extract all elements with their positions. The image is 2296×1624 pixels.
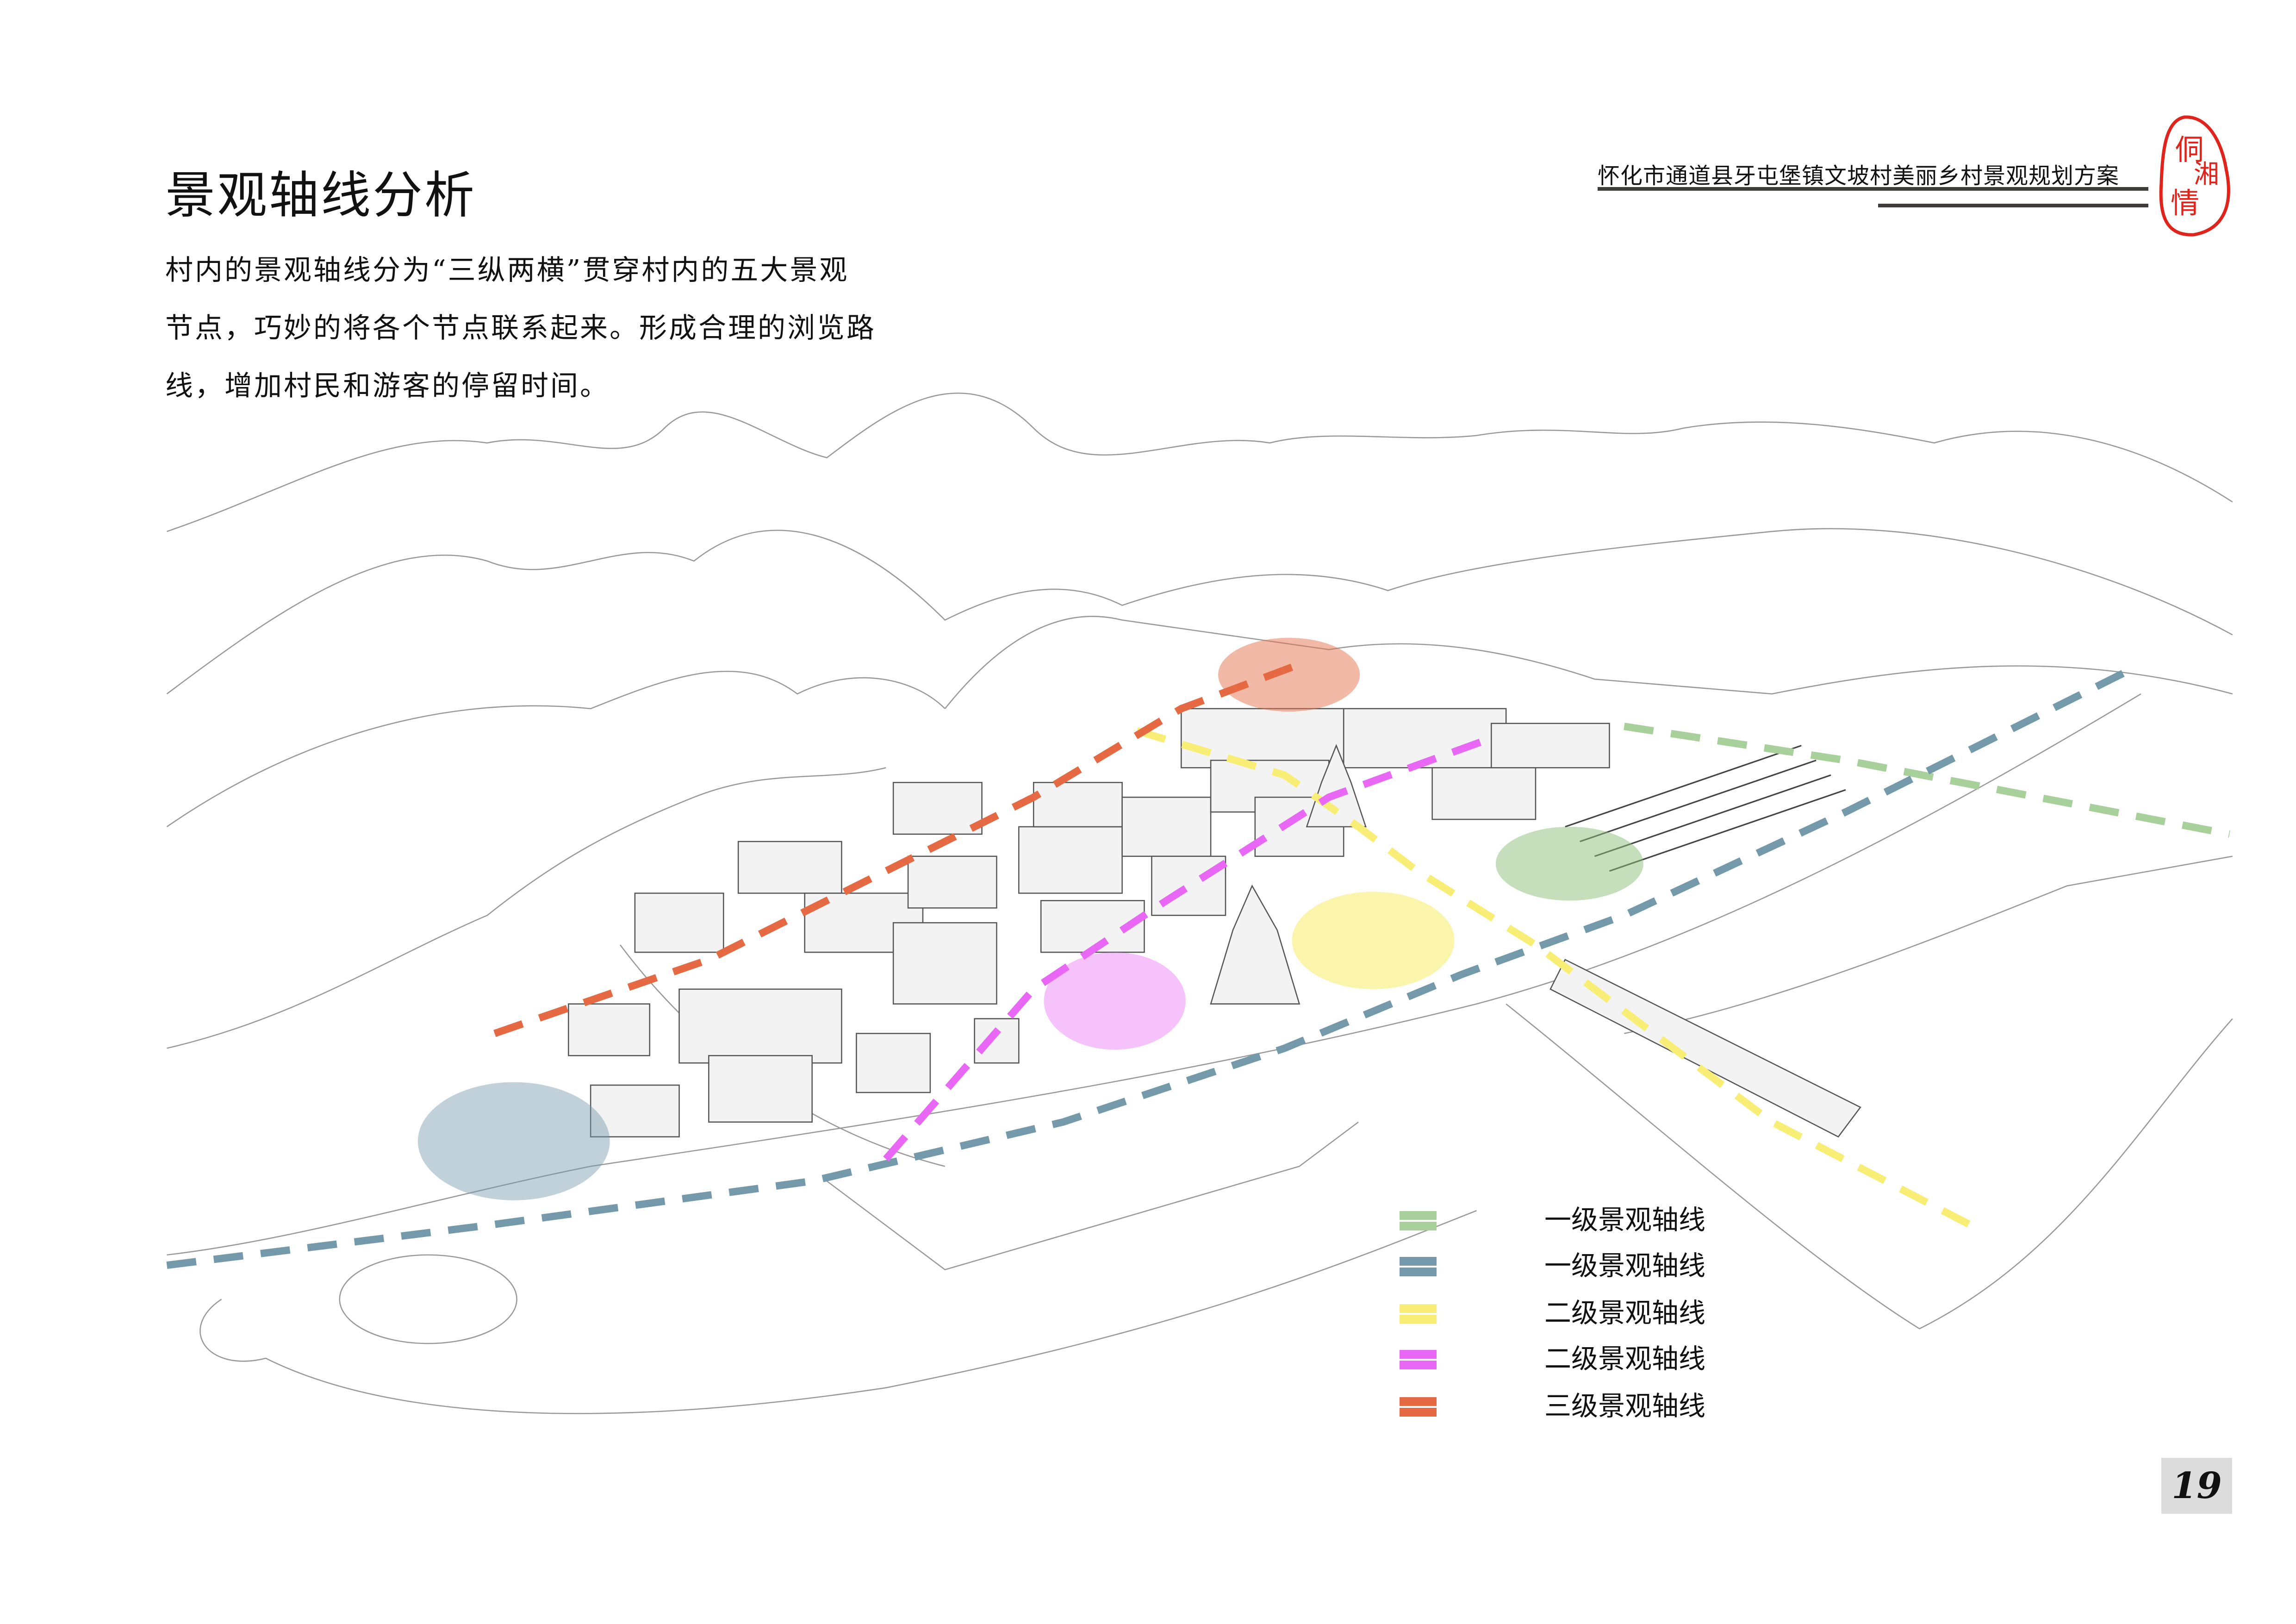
description-line: 线，增加村民和游客的停留时间。 <box>165 370 610 402</box>
legend-label: 一级景观轴线 <box>1544 1250 1706 1281</box>
village-buildings <box>568 708 1861 1138</box>
seal-logo: 侗 湘 情 <box>2159 115 2230 237</box>
svg-text:湘: 湘 <box>2194 159 2219 189</box>
axis-orange <box>493 661 1301 1037</box>
axis-magenta <box>883 735 1493 1162</box>
legend-label: 二级景观轴线 <box>1544 1297 1706 1329</box>
mountain-outlines <box>166 393 2233 1414</box>
header-rule-top <box>1598 187 2148 191</box>
legend-swatch-blue <box>1400 1257 1492 1276</box>
svg-text:侗: 侗 <box>2175 133 2204 167</box>
node-magenta <box>1044 952 1186 1050</box>
farmland-lines <box>1565 744 1846 872</box>
description-line: 节点，巧妙的将各个节点联系起来。形成合理的浏览路 <box>165 312 876 344</box>
legend-label: 三级景观轴线 <box>1544 1390 1706 1422</box>
node-blue <box>417 1082 610 1200</box>
header-rule-bottom <box>1878 204 2148 207</box>
page-number: 19 <box>2161 1458 2232 1514</box>
landscape-axes <box>166 661 2230 1269</box>
page-number-text: 19 <box>2172 1465 2222 1507</box>
node-yellow <box>1292 892 1455 989</box>
project-title: 怀化市通道县牙屯堡镇文坡村美丽乡村景观规划方案 <box>1598 163 2120 189</box>
legend-swatch-green <box>1400 1211 1492 1230</box>
axis-yellow <box>1136 727 1973 1229</box>
page-title: 景观轴线分析 <box>165 167 477 225</box>
description-line: 村内的景观轴线分为“三纵两横”贯穿村内的五大景观 <box>165 254 849 287</box>
legend-label: 一级景观轴线 <box>1544 1204 1706 1236</box>
legend-swatch-magenta <box>1400 1350 1492 1369</box>
legend-label: 二级景观轴线 <box>1544 1343 1706 1374</box>
legend-swatch-orange <box>1400 1397 1492 1417</box>
node-orange <box>1218 637 1360 712</box>
axis-green <box>1624 723 2230 838</box>
legend-swatch-yellow <box>1400 1304 1492 1324</box>
axis-blue <box>166 668 2128 1269</box>
svg-text:情: 情 <box>2171 186 2199 220</box>
landscape-nodes <box>417 637 1643 1200</box>
node-green <box>1495 826 1643 901</box>
